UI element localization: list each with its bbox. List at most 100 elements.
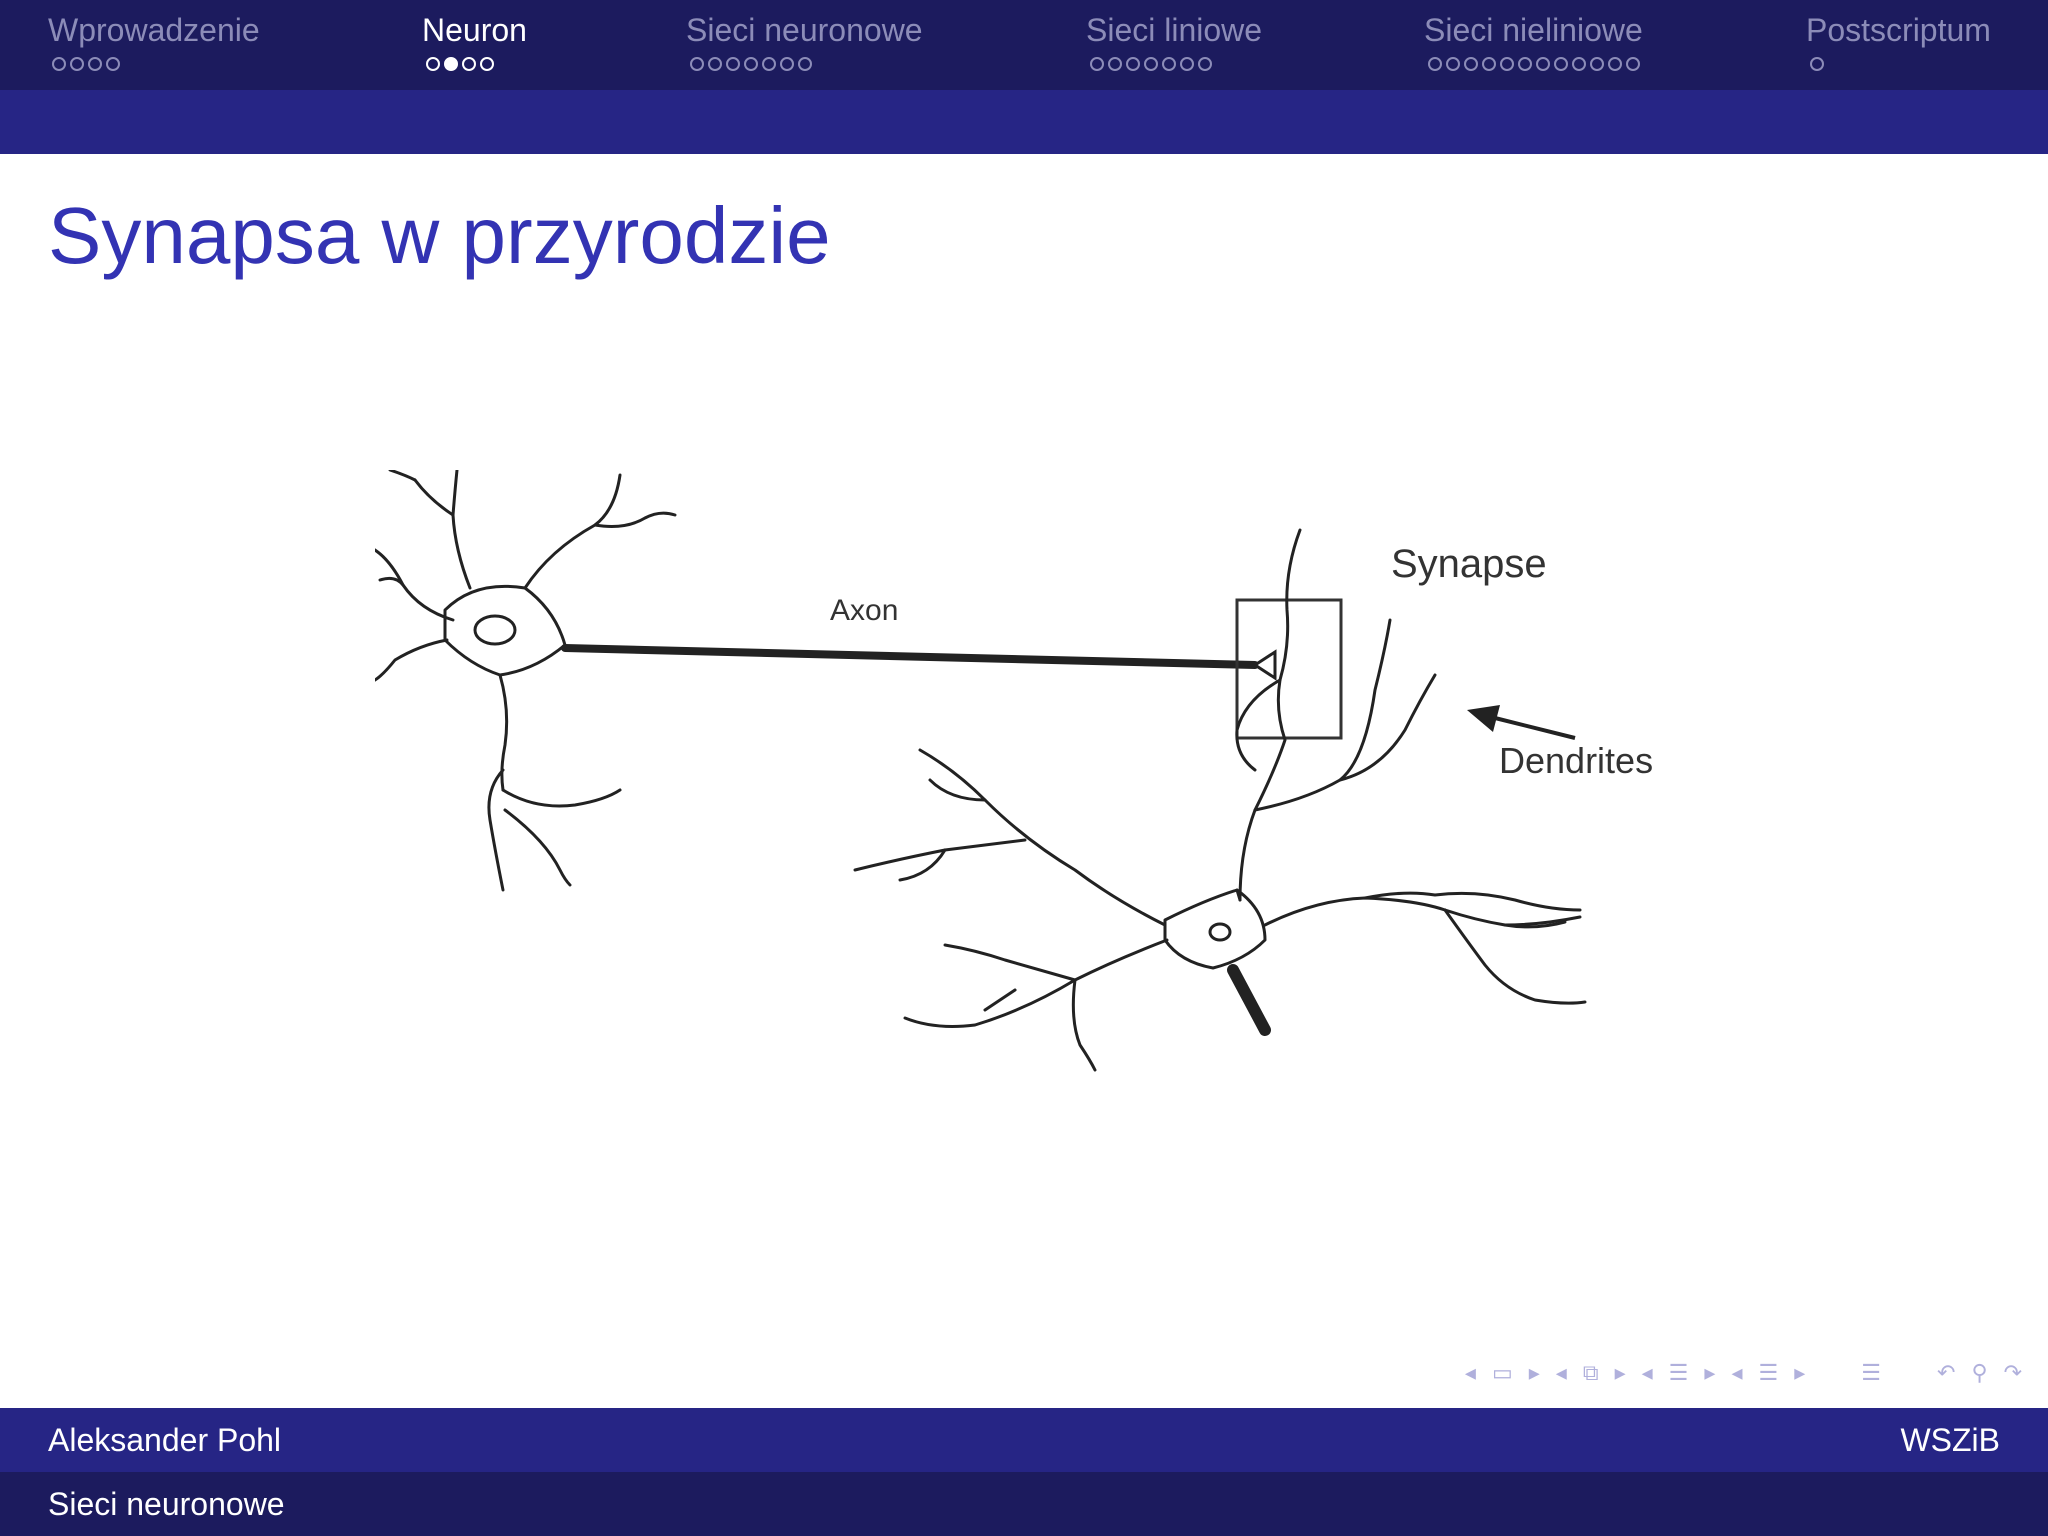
slide-dots <box>426 57 527 71</box>
section-icon[interactable]: ☰ <box>1668 1360 1689 1385</box>
left-dendrite <box>373 638 449 682</box>
left-dendrite <box>501 788 622 808</box>
slide-dot[interactable] <box>1446 57 1460 71</box>
slide-dot[interactable] <box>780 57 794 71</box>
section-label: Postscriptum <box>1806 12 1991 48</box>
slide-dot[interactable] <box>1126 57 1140 71</box>
slide-dot[interactable] <box>1180 57 1194 71</box>
right-dendrite <box>1338 673 1437 782</box>
slide-dot[interactable] <box>88 57 102 71</box>
right-dendrite <box>1235 888 1242 902</box>
neuron-diagram: Axon Synapse Dendrites <box>373 468 1675 1080</box>
left-soma <box>443 584 567 677</box>
slide-dot[interactable] <box>1162 57 1176 71</box>
arrow-left-icon[interactable]: ◂ <box>1731 1360 1743 1385</box>
slide-dot[interactable] <box>1608 57 1622 71</box>
arrow-left-icon[interactable]: ◂ <box>1464 1360 1476 1385</box>
footer-author: Aleksander Pohl <box>48 1422 282 1458</box>
slide-dot[interactable] <box>726 57 740 71</box>
right-dendrite <box>903 938 1169 1028</box>
slide-dot[interactable] <box>480 57 494 71</box>
slide-dot[interactable] <box>1482 57 1496 71</box>
subsection-band <box>0 90 2048 154</box>
slide-dot[interactable] <box>1518 57 1532 71</box>
footer-title-bar: Sieci neuronowe <box>0 1472 2048 1536</box>
slide-dot[interactable] <box>762 57 776 71</box>
current-slide-dot[interactable] <box>444 57 458 71</box>
right-dendrite <box>898 848 947 882</box>
slide-dot[interactable] <box>1144 57 1158 71</box>
left-dendrite <box>503 808 572 887</box>
left-dendrite <box>487 768 505 892</box>
right-dendrite <box>943 943 1077 982</box>
slide-dot[interactable] <box>708 57 722 71</box>
back-forward-icon[interactable]: ↷ <box>2003 1360 2022 1385</box>
section-navigation: Wprowadzenie Neuron Sieci neuronowe Siec… <box>0 0 2048 90</box>
left-dendrite <box>451 468 472 590</box>
left-dendrite <box>523 473 622 590</box>
left-dendrite <box>373 548 455 622</box>
slide-dot[interactable] <box>70 57 84 71</box>
slide-dot[interactable] <box>1554 57 1568 71</box>
right-dendrite <box>983 988 1017 1012</box>
slide-dots <box>1090 57 1262 71</box>
slide-dot[interactable] <box>1428 57 1442 71</box>
back-forward-icon[interactable]: ↶ <box>1937 1360 1956 1385</box>
slide-dot[interactable] <box>744 57 758 71</box>
nav-section-sieci-neuronowe[interactable]: Sieci neuronowe <box>686 12 923 71</box>
left-dendrite <box>413 478 455 517</box>
search-icon[interactable]: ⚲ <box>1971 1360 1988 1385</box>
slide-dots <box>690 57 923 71</box>
axon-label: Axon <box>830 594 898 627</box>
section-label: Sieci liniowe <box>1086 12 1263 48</box>
slide-dot[interactable] <box>106 57 120 71</box>
slide-dot[interactable] <box>1464 57 1478 71</box>
document-icon[interactable]: ☰ <box>1758 1360 1779 1385</box>
synapse-box <box>1235 598 1343 740</box>
footer-title: Sieci neuronowe <box>48 1486 285 1522</box>
slide-dots <box>1428 57 1643 71</box>
arrow-left-icon[interactable]: ◂ <box>1555 1360 1567 1385</box>
axon-line <box>561 644 1259 669</box>
subsection-icon[interactable]: ⧉ <box>1582 1360 1599 1385</box>
slide-dot[interactable] <box>462 57 476 71</box>
section-label: Neuron <box>422 12 527 48</box>
receiving-dendrite <box>1235 678 1282 772</box>
slide-dot[interactable] <box>1500 57 1514 71</box>
left-dendrite <box>498 673 509 792</box>
arrow-right-icon[interactable]: ▸ <box>1614 1360 1626 1385</box>
nav-section-neuron[interactable]: Neuron <box>422 12 527 71</box>
slide-dots <box>52 57 260 71</box>
document-icon[interactable]: ☰ <box>1861 1360 1881 1385</box>
left-nucleus <box>473 614 517 646</box>
nav-section-postscriptum[interactable]: Postscriptum <box>1806 12 1991 71</box>
slide-dot[interactable] <box>1590 57 1604 71</box>
slide-dot[interactable] <box>1572 57 1586 71</box>
slide-dot[interactable] <box>1090 57 1104 71</box>
nav-section-sieci-nieliniowe[interactable]: Sieci nieliniowe <box>1424 12 1643 71</box>
right-dendrite <box>1363 891 1582 912</box>
right-dendrite <box>1443 908 1587 1005</box>
arrow-right-icon[interactable]: ▸ <box>1704 1360 1716 1385</box>
slide-dot[interactable] <box>1198 57 1212 71</box>
left-dendrite <box>593 511 677 528</box>
frame-icon[interactable]: ▭ <box>1491 1360 1513 1385</box>
slide-dot[interactable] <box>426 57 440 71</box>
left-dendrite <box>388 468 417 482</box>
slide-dot[interactable] <box>1626 57 1640 71</box>
nav-section-sieci-liniowe[interactable]: Sieci liniowe <box>1086 12 1262 71</box>
slide-dot[interactable] <box>798 57 812 71</box>
slide-dot[interactable] <box>690 57 704 71</box>
slide-dot[interactable] <box>1108 57 1122 71</box>
right-soma <box>1163 888 1267 970</box>
arrow-left-icon[interactable]: ◂ <box>1641 1360 1653 1385</box>
footer-institute: WSZiB <box>1900 1422 2000 1458</box>
slide-dot[interactable] <box>1810 57 1824 71</box>
slide-dot[interactable] <box>52 57 66 71</box>
footer-author-bar: Aleksander Pohl WSZiB <box>0 1408 2048 1472</box>
right-dendrite <box>918 748 1167 927</box>
arrow-right-icon[interactable]: ▸ <box>1794 1360 1806 1385</box>
nav-section-wprowadzenie[interactable]: Wprowadzenie <box>48 12 260 71</box>
arrow-right-icon[interactable]: ▸ <box>1528 1360 1540 1385</box>
slide-dot[interactable] <box>1536 57 1550 71</box>
